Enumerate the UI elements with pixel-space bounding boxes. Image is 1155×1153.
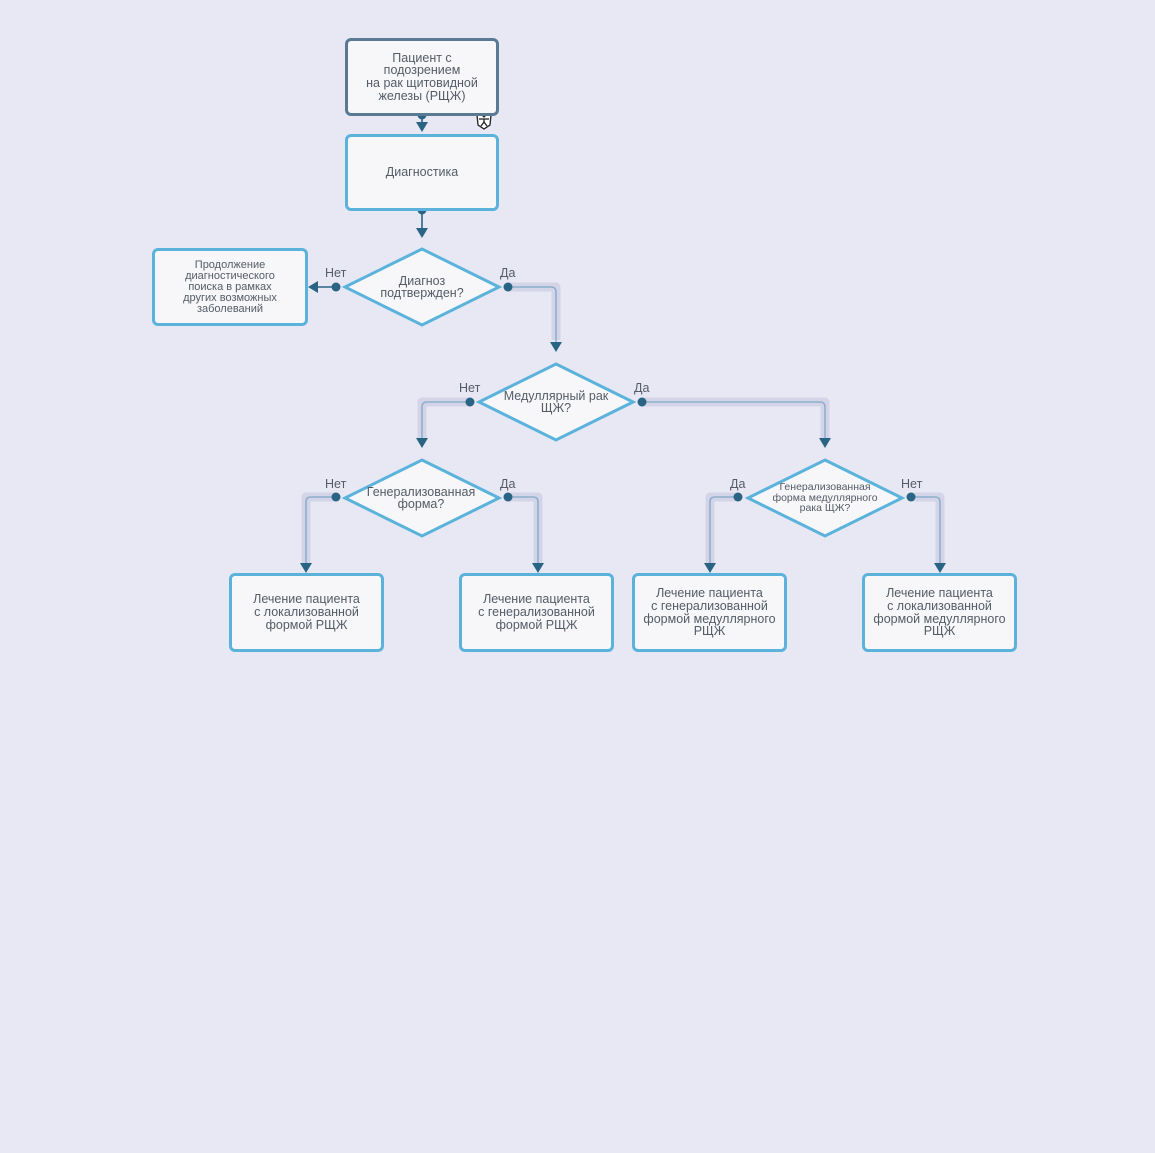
connector-dot	[503, 492, 513, 502]
diamond-diag-confirmed[interactable]	[341, 247, 503, 327]
arrowhead-to-treat-localized	[300, 563, 312, 573]
arrowhead-to-treat-loc-medullary	[934, 563, 946, 573]
diamond-medullary[interactable]	[475, 362, 637, 442]
arrowhead-to-treat-generalized	[532, 563, 544, 573]
connector-dot	[331, 282, 341, 292]
edge-label-yes: Да	[500, 266, 516, 280]
diamond-generalized[interactable]	[341, 458, 503, 538]
label-diag-confirmed: Диагноз подтвержден?	[380, 273, 464, 300]
arrowheads	[300, 122, 946, 573]
connector-dot	[733, 492, 743, 502]
connector-dot	[465, 397, 475, 407]
edge-label-no: Нет	[901, 477, 923, 491]
connector-dot	[637, 397, 647, 407]
edge-label-yes: Да	[634, 381, 650, 395]
arrowhead-to-generalized-medullary	[819, 438, 831, 448]
node-diagnostics[interactable]: Диагностика	[345, 134, 499, 211]
node-start[interactable]: Пациент с подозрением на рак щитовидной …	[345, 38, 499, 116]
connector-dot	[331, 492, 341, 502]
edge-label-yes: Да	[730, 477, 746, 491]
node-treat-gen-medullary[interactable]: Лечение пациента с генерализованной форм…	[632, 573, 787, 652]
edge-label-no: Нет	[325, 477, 347, 491]
connector-dot	[906, 492, 916, 502]
edge-label-no: Нет	[459, 381, 481, 395]
node-treat-generalized[interactable]: Лечение пациента с генерализованной форм…	[459, 573, 614, 652]
edge-label-no: Нет	[325, 266, 347, 280]
edge-lines	[305, 286, 941, 563]
arrowhead-to-continue-search	[308, 281, 318, 293]
diamond-generalized-medullary[interactable]	[744, 458, 906, 538]
connector-dot	[503, 282, 513, 292]
arrowhead-to-generalized	[416, 438, 428, 448]
node-treat-loc-medullary[interactable]: Лечение пациента с локализованной формой…	[862, 573, 1017, 652]
label-generalized-medullary: Генерализованная форма медуллярного рака…	[772, 481, 878, 515]
label-generalized: Генерализованная форма?	[366, 484, 476, 511]
arrowhead-to-diag-confirmed	[416, 228, 428, 238]
label-medullary: Медуллярный рак ЩЖ?	[503, 388, 609, 415]
node-continue-search[interactable]: Продолжение диагностического поиска в ра…	[152, 248, 308, 326]
node-treat-localized[interactable]: Лечение пациента с локализованной формой…	[229, 573, 384, 652]
arrowhead-to-treat-gen-medullary	[704, 563, 716, 573]
arrowhead-to-medullary	[550, 342, 562, 352]
edge-label-yes: Да	[500, 477, 516, 491]
arrowhead-to-diagnostics	[416, 122, 428, 132]
